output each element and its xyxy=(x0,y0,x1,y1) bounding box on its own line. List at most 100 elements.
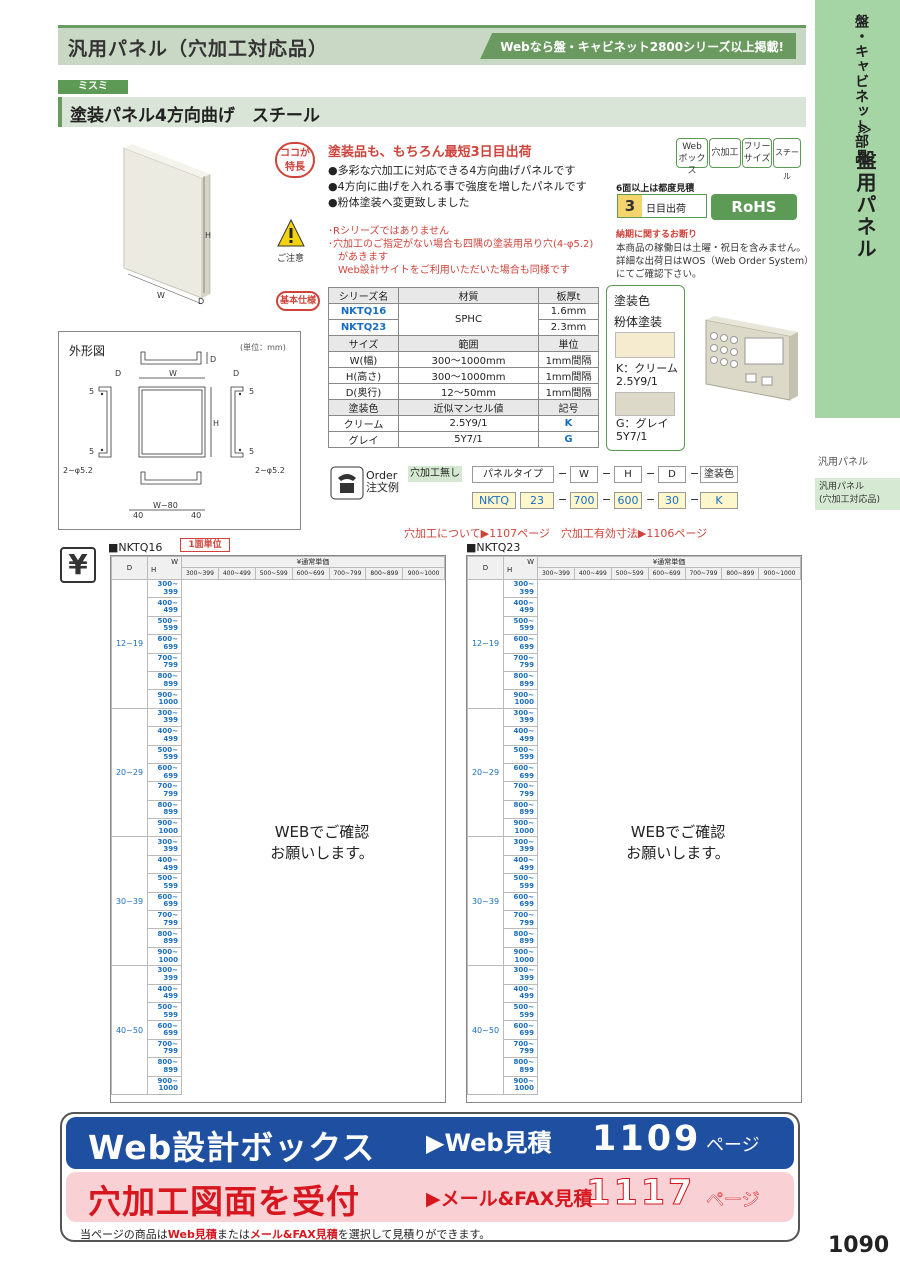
h-range-from: 800~ xyxy=(157,800,178,809)
spec-size-name: H(高さ) xyxy=(328,367,399,384)
product-title-bar: 塗装パネル4方向曲げ スチール xyxy=(58,97,806,127)
h-range-to: 899 xyxy=(519,679,534,688)
h-range-cell: 900~1000 xyxy=(503,818,538,838)
tag-text: ボックス xyxy=(678,154,706,176)
h-range-from: 400~ xyxy=(513,598,534,607)
footer-web-quote: Web見積 xyxy=(167,1228,217,1241)
h-range-cell: 900~1000 xyxy=(503,689,538,709)
dim-5: 5 xyxy=(89,387,94,396)
h-range-from: 400~ xyxy=(513,856,534,865)
footer-note: 当ページの商品はWeb見積またはメール&FAX見積を選択して見積りができます。 xyxy=(80,1226,490,1242)
h-range-from: 800~ xyxy=(157,929,178,938)
h-range-from: 900~ xyxy=(513,1076,534,1085)
h-range-from: 900~ xyxy=(157,1076,178,1085)
paint-color-box xyxy=(606,285,685,451)
table-row: 400~499 xyxy=(468,597,801,617)
spec-thickness: 1.6mm xyxy=(538,303,599,320)
d-range-cell: 12~19 xyxy=(111,579,148,709)
h-range-cell: 300~399 xyxy=(503,836,538,856)
h-range-to: 399 xyxy=(163,716,178,725)
d-range-cell: 20~29 xyxy=(111,707,148,838)
h-range-from: 600~ xyxy=(513,764,534,773)
table-row: 800~899 xyxy=(112,928,445,948)
nav-item-current[interactable]: 汎用パネル (穴加工対応品) xyxy=(815,478,900,510)
gray-label-line1: G：グレイ xyxy=(616,417,669,430)
h-range-to: 499 xyxy=(519,992,534,1001)
table-row: 600~699 xyxy=(468,634,801,654)
ship-days-number: 3 xyxy=(618,195,642,217)
h-range-to: 899 xyxy=(519,937,534,946)
w-range-header: 800~899 xyxy=(721,567,760,580)
table-row: 700~799 xyxy=(112,910,445,930)
h-range-cell: 400~499 xyxy=(503,854,538,875)
h-range-from: 300~ xyxy=(513,580,534,589)
h-range-to: 699 xyxy=(519,1029,534,1038)
drawing-accept-banner[interactable]: 穴加工図面を受付 ▶メール&FAX見積 1117 ページ xyxy=(66,1172,794,1222)
hole-process-reference[interactable]: 穴加工について▶1107ページ 穴加工有効寸法▶1106ページ xyxy=(404,527,708,540)
web-design-banner[interactable]: Web設計ボックス ▶Web見積 1109 ページ xyxy=(66,1117,794,1169)
spec-size-unit: 1mm間隔 xyxy=(538,367,599,384)
h-range-from: 500~ xyxy=(513,1003,534,1012)
col-h-label: H xyxy=(507,566,513,574)
spec-series: NKTQ16 xyxy=(328,303,399,320)
order-dash: − xyxy=(558,467,568,480)
h-range-to: 1000 xyxy=(158,826,178,835)
table-row: 700~799 xyxy=(468,910,801,930)
h-range-from: 700~ xyxy=(157,653,178,662)
h-range-cell: 300~399 xyxy=(147,836,182,856)
side-index-tab[interactable]: 盤・キャビネット部品 ≫ 盤用パネル xyxy=(815,0,900,418)
h-range-cell: 900~1000 xyxy=(147,946,182,967)
web-catalog-badge[interactable]: Webなら盤・キャビネット2800シリーズ以上掲載! xyxy=(480,33,796,59)
hole-label-right: 2−φ5.2 xyxy=(255,466,285,475)
dim-h: H xyxy=(213,419,219,428)
h-range-from: 900~ xyxy=(157,690,178,699)
h-range-to: 899 xyxy=(519,1065,534,1074)
price-table-title: ■NKTQ16 xyxy=(108,541,163,554)
nav-item-current-line1: 汎用パネル xyxy=(819,482,865,492)
delivery-note: 詳細な出荷日はWOS（Web Order System） xyxy=(616,256,814,267)
caution-note: があきます xyxy=(328,252,388,263)
footer-text: または xyxy=(216,1228,250,1241)
order-dash: − xyxy=(690,467,700,480)
h-range-cell: 500~599 xyxy=(147,615,182,636)
h-range-to: 499 xyxy=(519,606,534,615)
order-dash: − xyxy=(690,493,700,506)
outline-title: 外形図 xyxy=(69,344,106,358)
h-range-cell: 700~799 xyxy=(503,781,538,801)
h-range-to: 799 xyxy=(519,789,534,798)
page-header: 汎用パネル（穴加工対応品） Webなら盤・キャビネット2800シリーズ以上掲載! xyxy=(58,25,806,65)
table-row: 600~699 xyxy=(112,891,445,912)
h-range-cell: 300~399 xyxy=(503,578,538,599)
tag-text: 穴加工 xyxy=(711,148,739,158)
delivery-heading: 納期に関するお断り xyxy=(616,230,698,240)
table-row: 800~899 xyxy=(468,670,801,691)
h-range-from: 800~ xyxy=(157,1058,178,1067)
h-range-from: 500~ xyxy=(157,874,178,883)
web-quote-page: 1109 xyxy=(592,1119,702,1159)
tag-steel: スチール xyxy=(773,138,801,181)
table-row: 400~499 xyxy=(468,983,801,1003)
mail-fax-quote-page: 1117 xyxy=(585,1173,696,1214)
h-range-from: 600~ xyxy=(513,1021,534,1030)
web-design-title: Web設計ボックス xyxy=(88,1128,376,1167)
nav-item-general-panel[interactable]: 汎用パネル xyxy=(818,457,868,468)
h-range-to: 599 xyxy=(163,1010,178,1019)
h-range-to: 399 xyxy=(519,973,534,982)
h-range-from: 400~ xyxy=(157,856,178,865)
h-range-from: 900~ xyxy=(157,948,178,956)
h-range-to: 799 xyxy=(163,661,178,670)
h-range-from: 700~ xyxy=(513,653,534,662)
h-range-from: 700~ xyxy=(513,1039,534,1048)
h-range-to: 399 xyxy=(519,845,534,854)
h-range-cell: 900~1000 xyxy=(503,1075,538,1095)
table-row: 400~499 xyxy=(112,597,445,617)
col-d-header: D xyxy=(111,556,148,580)
spec-header: 塗装色 xyxy=(328,399,399,416)
dim-40: 40 xyxy=(191,511,201,520)
